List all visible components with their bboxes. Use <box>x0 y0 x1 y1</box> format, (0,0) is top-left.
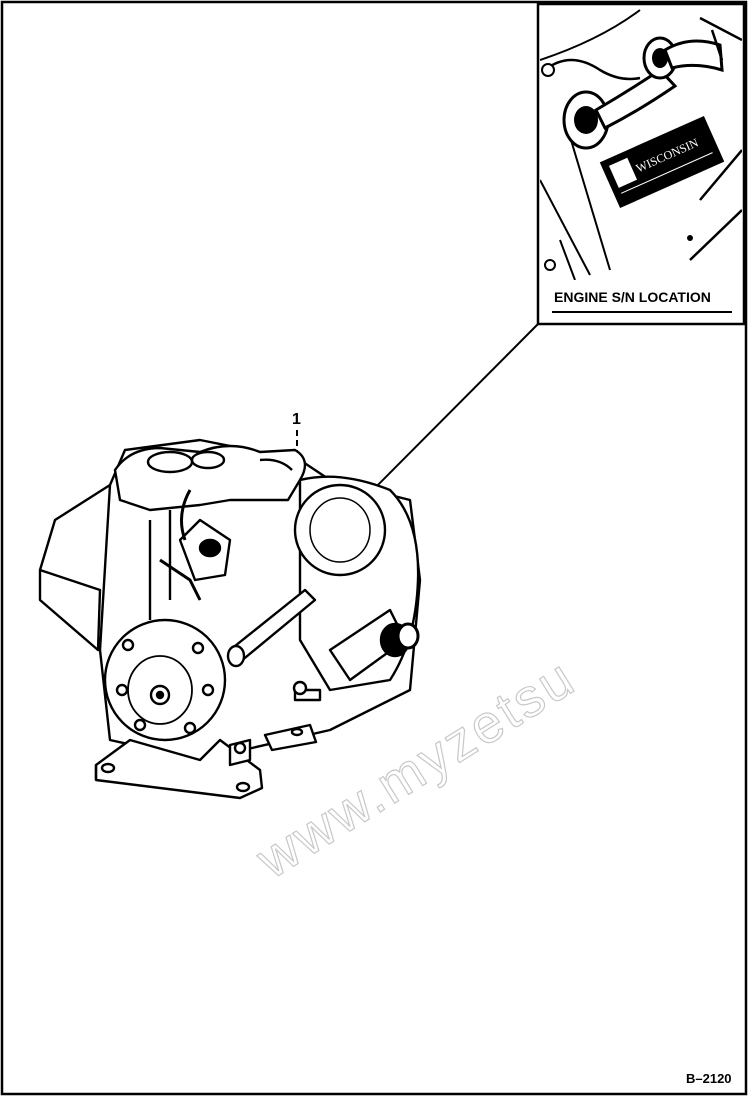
engine-nameplate-icon: WISCONSIN <box>599 115 725 209</box>
callout-number: 1 <box>292 411 301 428</box>
valve-cover-edge-icon <box>540 9 641 280</box>
inset-title: ENGINE S/N LOCATION <box>554 289 711 305</box>
hose-fitting-icon <box>541 16 742 150</box>
inset-panel: WISCONSIN ENGINE S/N LOCATION <box>536 2 746 326</box>
leader-line <box>357 323 539 506</box>
figure-id: B–2120 <box>686 1071 732 1086</box>
engine-drawing-icon <box>38 438 422 800</box>
